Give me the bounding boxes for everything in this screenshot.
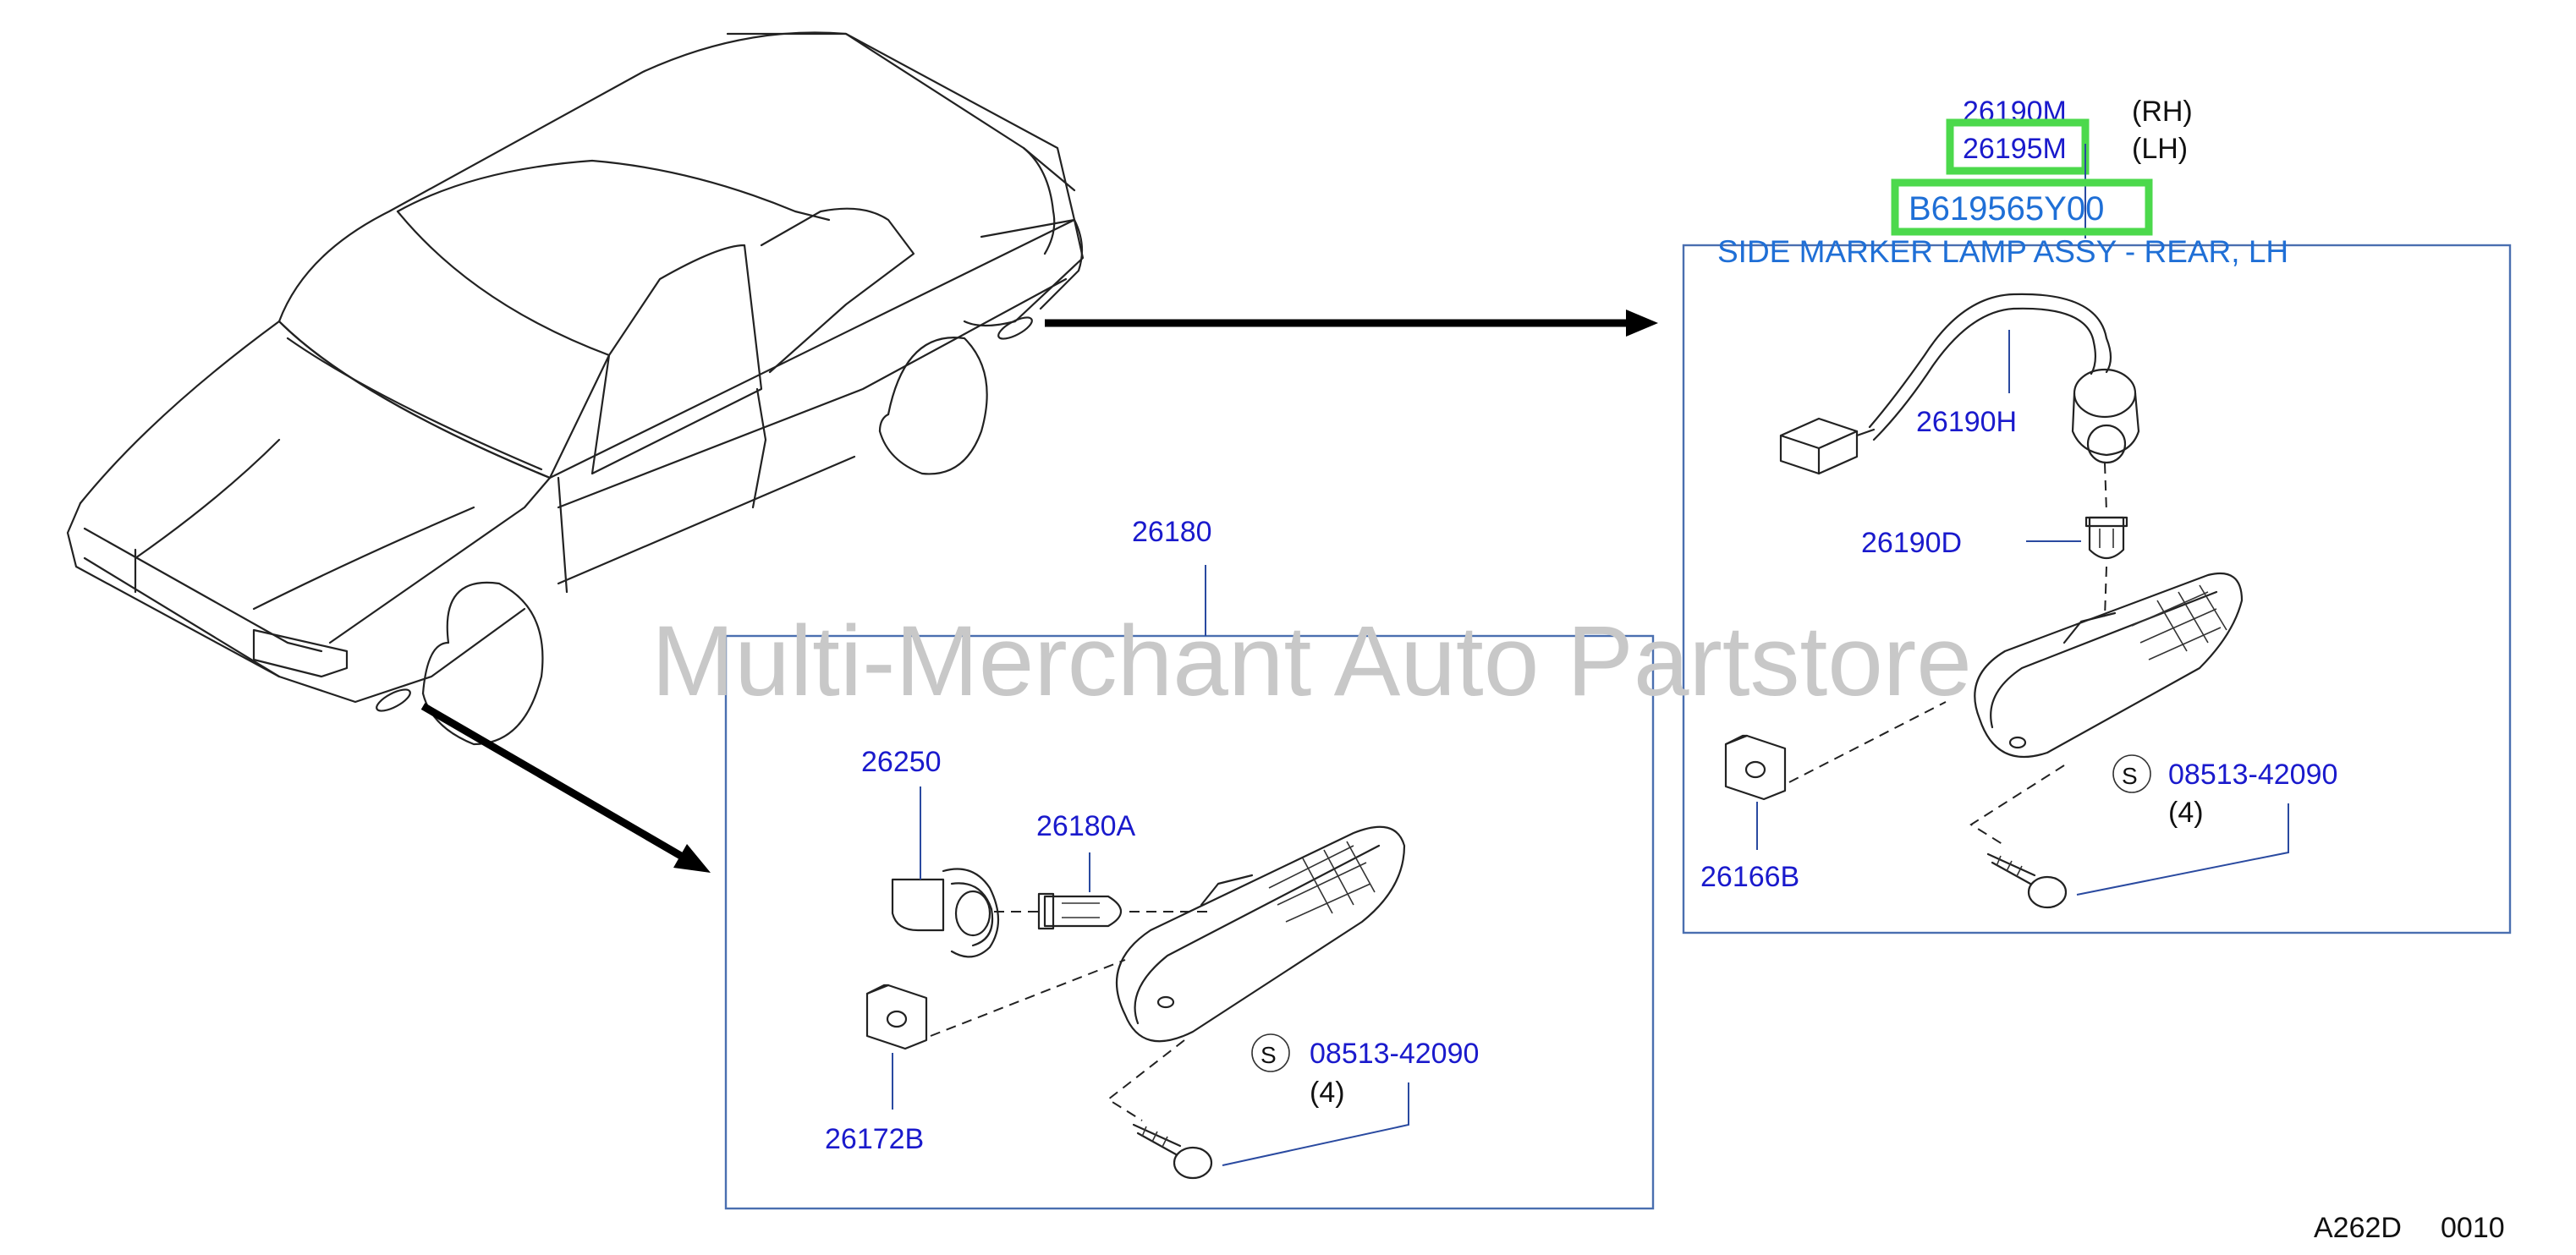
rear-clip-link[interactable]: 26166B xyxy=(1700,861,1799,893)
front-bulb xyxy=(1037,892,1123,930)
rear-screw-symbol: S xyxy=(2122,763,2138,789)
lh-side-label: (LH) xyxy=(2132,133,2188,165)
front-socket xyxy=(891,868,999,958)
header-callouts: 26190M (RH) 26195M (LH) B619565Y00 SIDE … xyxy=(1717,96,2288,269)
rear-bulb xyxy=(2084,516,2128,560)
selected-part-number[interactable]: B619565Y00 xyxy=(1909,190,2104,227)
front-screw-qty: (4) xyxy=(1310,1077,1345,1109)
watermark: Multi-Merchant Auto Partstore xyxy=(651,606,1972,717)
front-screw-symbol: S xyxy=(1261,1042,1277,1068)
front-lamp-frame xyxy=(724,634,1655,1210)
rear-lens xyxy=(1974,572,2244,759)
harness-socket xyxy=(2071,368,2140,464)
front-clip xyxy=(865,984,928,1050)
rh-side-label: (RH) xyxy=(2132,96,2193,128)
selected-part-description: SIDE MARKER LAMP ASSY - REAR, LH xyxy=(1717,234,2288,269)
lh-part-link[interactable]: 26195M xyxy=(1963,133,2067,165)
diagram-code: A262D xyxy=(2314,1212,2402,1244)
rear-harness-link[interactable]: 26190H xyxy=(1916,406,2017,438)
front-screw xyxy=(1132,1123,1213,1180)
front-clip-link[interactable]: 26172B xyxy=(825,1123,924,1155)
front-screw-link[interactable]: 08513-42090 xyxy=(1310,1038,1479,1070)
rear-bulb-link[interactable]: 26190D xyxy=(1861,527,1962,559)
rear-standard-part-symbol xyxy=(2112,754,2151,793)
harness-connector xyxy=(1779,417,1876,475)
rear-clip xyxy=(1724,734,1787,801)
front-standard-part-symbol xyxy=(1251,1033,1290,1072)
rear-screw-link[interactable]: 08513-42090 xyxy=(2168,759,2337,791)
front-socket-link[interactable]: 26250 xyxy=(861,746,942,778)
rear-screw-qty: (4) xyxy=(2168,797,2204,829)
front-assy-link[interactable]: 26180 xyxy=(1132,516,1212,548)
callout-arrows xyxy=(420,310,1658,873)
front-bulb-link[interactable]: 26180A xyxy=(1036,810,1136,842)
front-lamp-parts xyxy=(865,565,1409,1180)
car-illustration xyxy=(66,31,1085,746)
rear-lamp-parts xyxy=(1724,293,2289,909)
diagram-page: 0010 xyxy=(2441,1212,2505,1244)
selected-part-highlight xyxy=(1891,178,2153,236)
rear-lamp-frame xyxy=(1682,244,2512,934)
front-lens xyxy=(1115,825,1406,1043)
rear-screw xyxy=(1986,852,2068,909)
